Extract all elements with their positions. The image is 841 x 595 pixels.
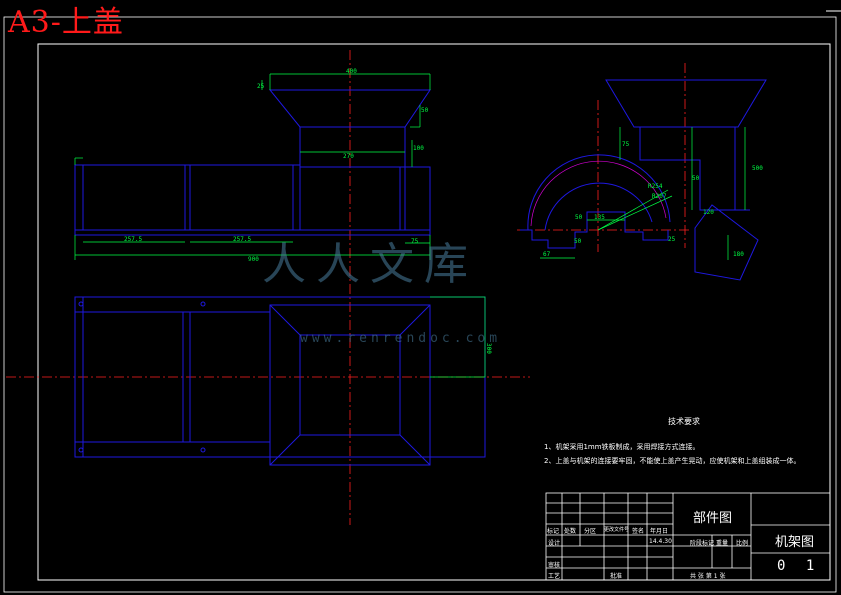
dim-arc-d4: 50	[575, 214, 583, 221]
requirement-line-1: 1、机架采用1mm铁板制成，采用焊接方式连接。	[544, 443, 700, 451]
dim-side-small: 120	[703, 209, 714, 216]
front-dimensions	[74, 73, 431, 260]
design-label: 设计	[548, 540, 561, 547]
plan-dimensions	[430, 296, 486, 378]
weight-label: 重量	[716, 540, 729, 547]
dim-inner-width: 270	[343, 153, 354, 160]
check-label: 审核	[548, 562, 561, 569]
side-dim-labels: 75 500 50 120 180 R254 R207 135 67 25 50…	[543, 141, 763, 258]
sheet-info: 共 张 第 1 张	[690, 573, 726, 580]
dim-right-short: 50	[421, 107, 429, 114]
plan-view	[74, 296, 486, 466]
row-label-5: 年月日	[650, 528, 669, 535]
dim-side-c: 50	[692, 175, 700, 182]
row-label-2: 分区	[584, 528, 597, 535]
watermark-url: www.renrendoc.com	[300, 331, 502, 346]
date-value: 14.4.30	[649, 538, 672, 545]
row-label-1: 处数	[564, 528, 577, 535]
dim-plan-side: 300	[485, 343, 492, 354]
stage-label: 阶段标记	[690, 540, 715, 547]
dim-arc-w: 135	[594, 214, 605, 221]
dim-small-right: 75	[411, 238, 419, 245]
outer-frame	[3, 16, 837, 593]
row-label-3: 更改文件号	[604, 527, 630, 533]
row-label-0: 标记	[547, 528, 560, 535]
process-label: 工艺	[548, 573, 561, 580]
side-dimensions	[540, 127, 746, 260]
dim-arc-d1: 67	[543, 251, 551, 258]
dim-top-left: 25	[257, 83, 265, 90]
dim-neck: 100	[413, 145, 424, 152]
dim-overall: 900	[248, 256, 259, 263]
inner-frame	[37, 43, 831, 581]
dim-len-mid: 257.5	[233, 236, 251, 243]
dim-top-width: 400	[346, 68, 357, 75]
dim-arc-r1: R254	[648, 183, 663, 190]
requirement-line-2: 2、上盖与机架的连接要牢固，不能使上盖产生晃动，应使机架和上盖组装成一体。	[544, 457, 801, 465]
dim-side-b: 500	[752, 165, 763, 172]
approve-label: 批准	[610, 573, 623, 580]
side-view	[520, 79, 767, 281]
title-block	[545, 492, 831, 581]
drawing-number: 0 1	[777, 558, 821, 574]
requirements-title: 技术要求	[668, 417, 700, 426]
side-hatch	[530, 160, 667, 227]
dim-side-d: 180	[733, 251, 744, 258]
sheet-title: A3-上盖	[8, 5, 124, 40]
front-view	[74, 89, 431, 236]
dim-side-a: 75	[622, 141, 630, 148]
dim-arc-d2: 25	[668, 236, 676, 243]
scale-label: 比例	[736, 540, 749, 547]
dim-arc-r2: R207	[652, 193, 667, 200]
front-dim-labels: 400 25 270 50 100 257.5 257.5 900 75	[124, 68, 429, 263]
dim-len-left: 257.5	[124, 236, 142, 243]
watermark-text: 人人文库	[262, 239, 478, 290]
drawing-name: 机架图	[775, 535, 815, 550]
row-label-4: 签名	[632, 528, 645, 535]
part-label: 部件图	[693, 511, 733, 526]
dim-arc-d3: 50	[574, 238, 582, 245]
